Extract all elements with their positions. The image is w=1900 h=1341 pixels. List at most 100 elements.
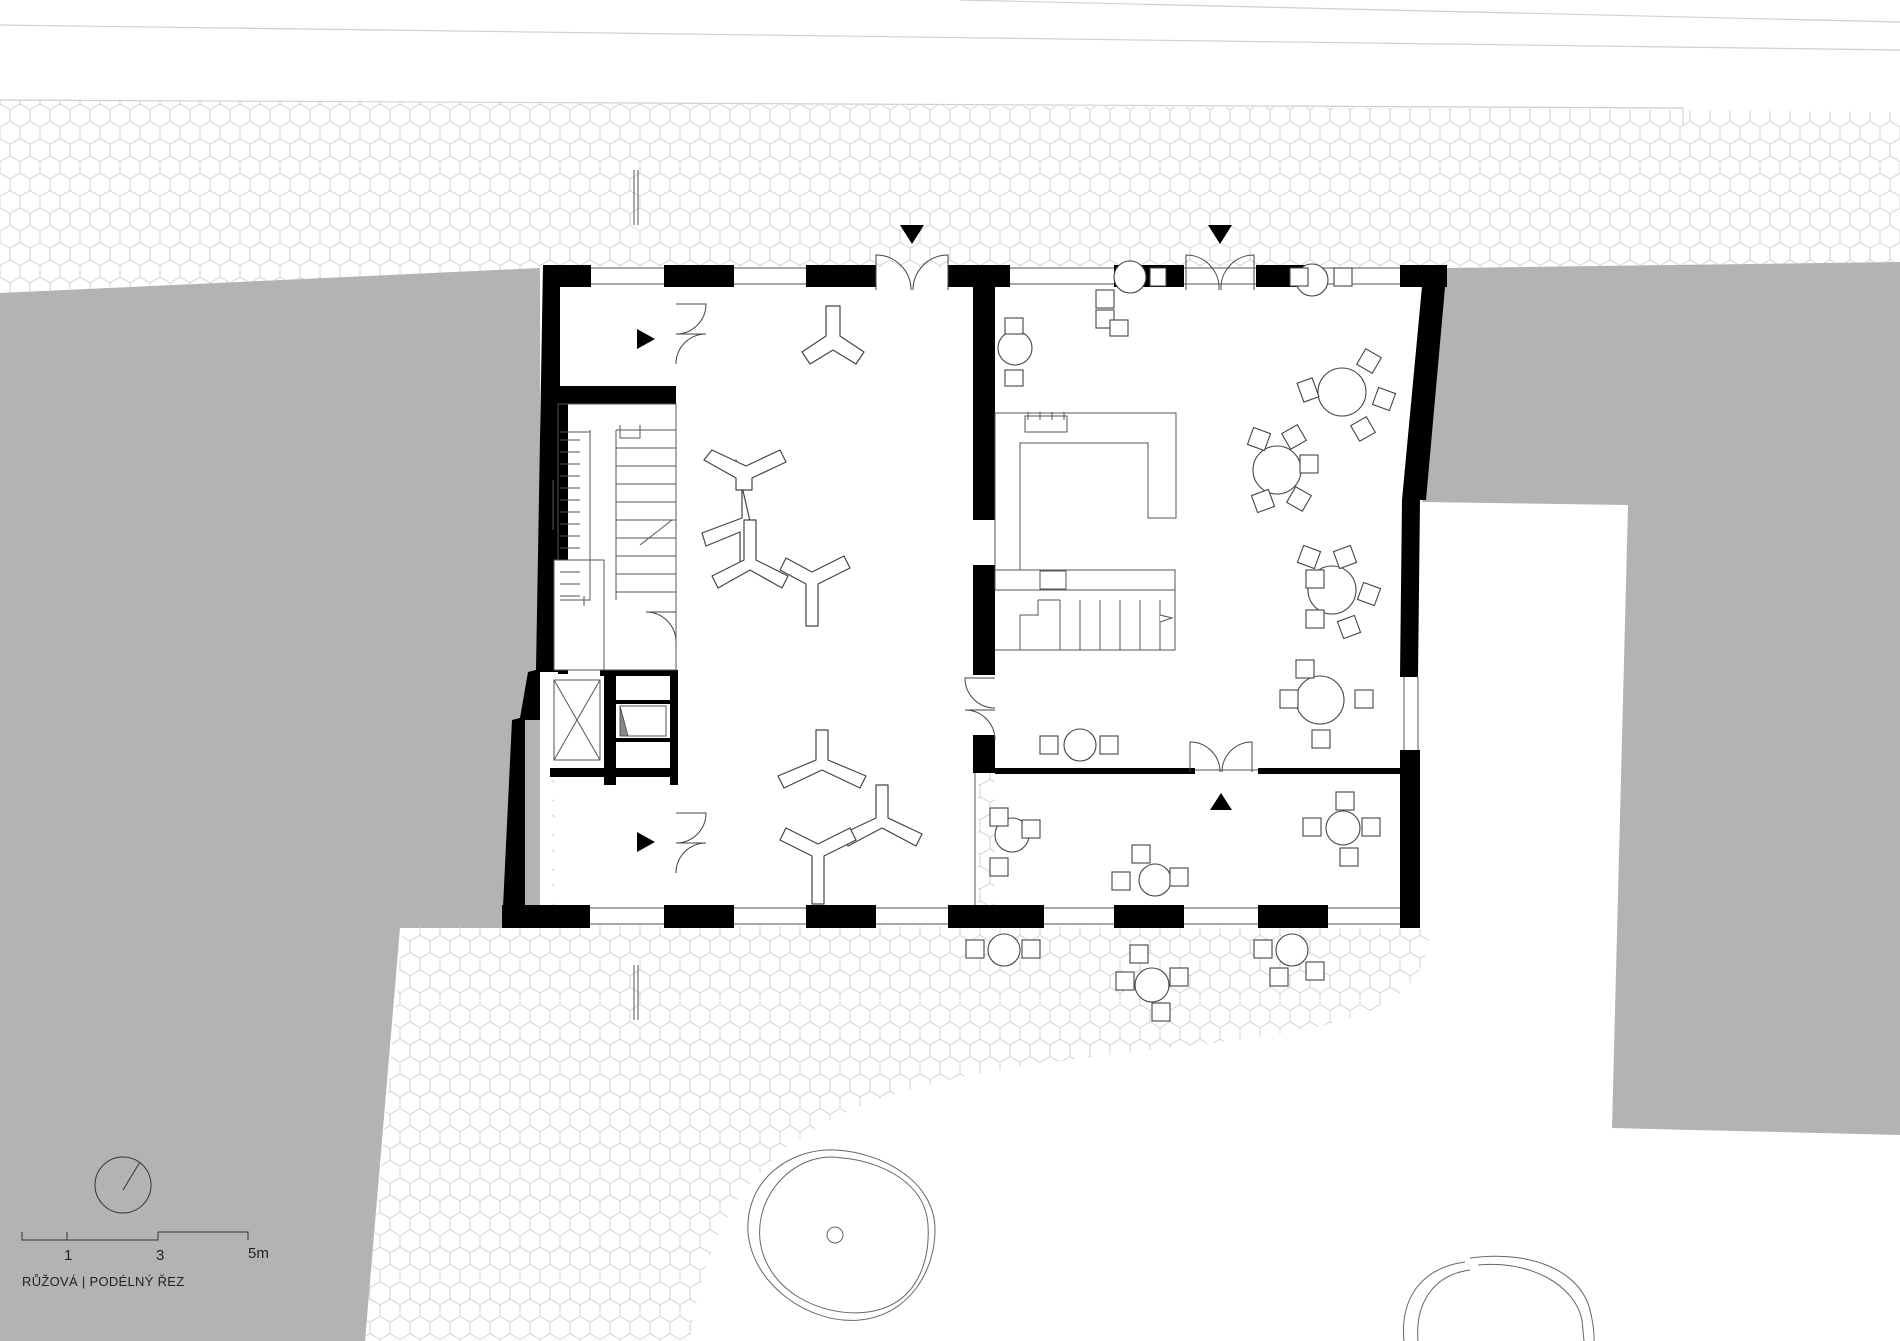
- scale-label-3: 3: [156, 1247, 165, 1264]
- openings: [590, 170, 1419, 1020]
- wall-service-4: [604, 670, 616, 785]
- door-center-side: [964, 677, 996, 741]
- chair: [1296, 377, 1320, 403]
- wall-service-1: [558, 386, 676, 404]
- entrance-markers: [637, 225, 1232, 852]
- chair: [1021, 819, 1041, 839]
- wall-center-1: [973, 280, 995, 520]
- chair: [1361, 817, 1381, 837]
- chair: [1111, 871, 1131, 891]
- wall-terrace-1: [995, 768, 1195, 774]
- chair: [1355, 347, 1383, 375]
- entrance-triangle-icon: [1208, 225, 1232, 244]
- wall-bottom-3: [806, 905, 876, 928]
- table: [1113, 260, 1147, 294]
- chair: [1371, 386, 1397, 412]
- chair: [1115, 971, 1135, 991]
- chair: [1131, 844, 1151, 864]
- wall-service-2: [558, 404, 568, 674]
- y-bench-5: [779, 555, 851, 627]
- scale-label-1: 1: [64, 1247, 73, 1264]
- y-bench-6: [777, 729, 867, 789]
- wall-top-2: [664, 265, 734, 287]
- chair: [989, 857, 1009, 877]
- chair: [1349, 415, 1377, 443]
- wall-bottom-4: [948, 905, 1044, 928]
- table: [1295, 675, 1345, 725]
- wall-left-outer: [502, 265, 560, 928]
- wall-bottom-2: [664, 905, 734, 928]
- door-entry-left-top: [675, 303, 707, 365]
- y-bench-7: [841, 784, 923, 847]
- chair: [1311, 729, 1331, 749]
- wall-service-5: [616, 700, 670, 704]
- walls: [502, 265, 1447, 928]
- chair: [1246, 426, 1272, 452]
- tree-outline-icon: [1403, 1255, 1595, 1341]
- bar-counter: [994, 412, 1177, 651]
- chair: [1099, 735, 1119, 755]
- tree-outline-icon: [747, 1149, 936, 1321]
- y-bench-3: [703, 449, 787, 491]
- wall-bottom-7: [1400, 905, 1420, 928]
- door-top-left-a: [875, 254, 912, 291]
- y-bench-1: [801, 305, 865, 365]
- y-bench-4: [711, 519, 789, 589]
- street-lines: [0, 0, 1900, 125]
- wall-terrace-2: [1258, 768, 1400, 774]
- chair: [1151, 1002, 1171, 1022]
- table: [997, 330, 1033, 366]
- door-terrace-b: [1221, 741, 1253, 773]
- chair: [1250, 488, 1276, 514]
- trees: [747, 1149, 1595, 1341]
- chair: [1296, 544, 1322, 570]
- chair: [1285, 485, 1313, 513]
- chair: [1305, 569, 1325, 589]
- chair: [1169, 867, 1189, 887]
- chair: [1129, 944, 1149, 964]
- chair: [1305, 961, 1325, 981]
- wall-service-3: [600, 670, 676, 676]
- door-stair: [645, 611, 677, 643]
- wall-center-2: [973, 565, 995, 675]
- chair: [1004, 369, 1024, 387]
- wall-bottom-5: [1114, 905, 1184, 928]
- chair: [1356, 581, 1382, 607]
- plan-caption: RŮŽOVÁ | PODÉLNÝ ŘEZ: [22, 1274, 185, 1289]
- chair: [1299, 454, 1319, 474]
- wall-service-6: [616, 738, 670, 742]
- chair: [1354, 689, 1374, 709]
- wall-top-3: [806, 265, 876, 287]
- y-bench-8: [779, 827, 857, 905]
- wall-bottom-6: [1258, 905, 1328, 928]
- paving-top-street: [0, 100, 1900, 293]
- staircase-left: [552, 403, 677, 761]
- y-bench-2: [701, 459, 753, 566]
- north-arrow-icon: [94, 1156, 152, 1214]
- chair: [1280, 423, 1308, 451]
- table: [1325, 810, 1361, 846]
- door-top-right-b: [1220, 254, 1255, 291]
- chair: [1289, 267, 1309, 287]
- chair: [1333, 267, 1353, 287]
- chair: [1335, 791, 1355, 811]
- chair: [1021, 939, 1041, 959]
- chair: [1095, 289, 1115, 309]
- door-entry-left-bottom: [675, 812, 707, 874]
- chair: [1305, 609, 1325, 629]
- table: [1138, 863, 1172, 897]
- entrance-triangle-icon: [900, 225, 924, 244]
- tables-and-chairs: [965, 260, 1397, 1022]
- table: [1134, 967, 1170, 1003]
- doors: [645, 254, 1255, 874]
- wall-top-1: [543, 265, 591, 287]
- wall-right-lower: [1400, 750, 1420, 928]
- chair: [1269, 967, 1289, 987]
- scale-bar: [21, 1231, 249, 1241]
- entrance-triangle-icon: [1210, 793, 1232, 810]
- table: [1317, 367, 1367, 417]
- wall-service-8: [550, 768, 678, 777]
- paving-bottom-plaza: [365, 925, 1430, 1341]
- scale-label-5m: 5m: [248, 1245, 269, 1262]
